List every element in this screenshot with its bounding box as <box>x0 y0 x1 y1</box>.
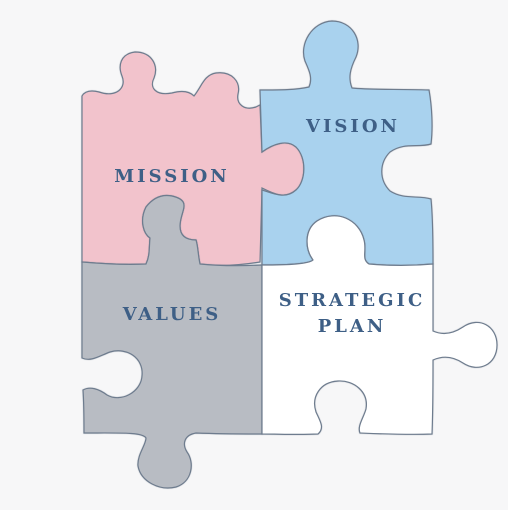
vision-label: VISION <box>305 116 400 137</box>
values-label: VALUES <box>122 304 222 325</box>
strategic-label-line2: PLAN <box>318 316 387 337</box>
values-piece <box>81 194 263 489</box>
mission-label: MISSION <box>114 166 230 187</box>
strategic-plan-piece <box>261 215 498 436</box>
strategic-label-line1: STRATEGIC <box>279 290 426 311</box>
